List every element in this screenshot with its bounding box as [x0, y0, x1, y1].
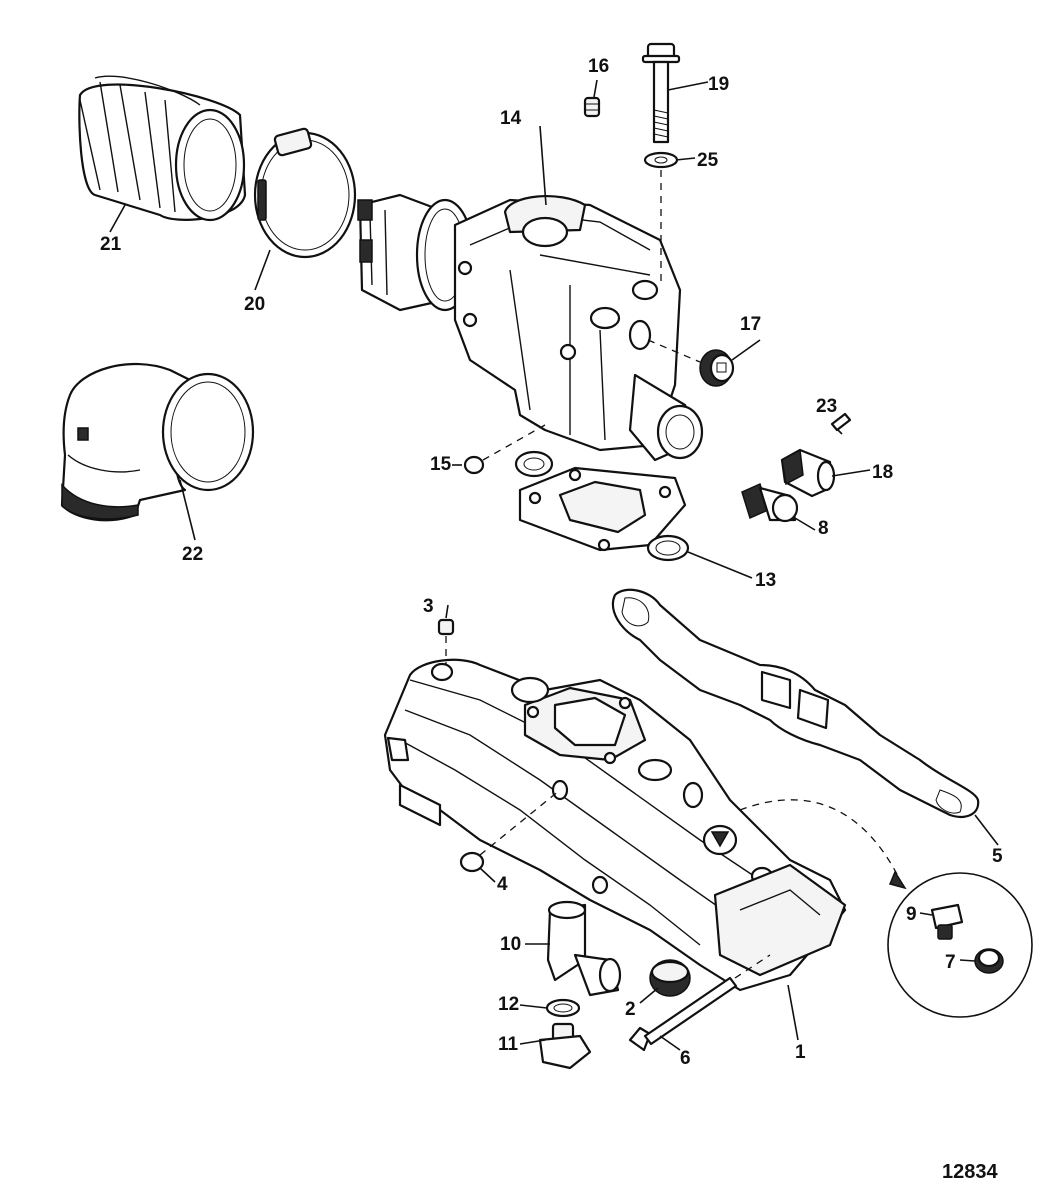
cap-2: [649, 959, 691, 997]
plug-17: [699, 349, 735, 387]
callout-7: 7: [945, 952, 956, 973]
exhaust-manifold: [383, 658, 847, 992]
callout-25: 25: [697, 150, 719, 171]
hose-clamp: [253, 127, 357, 259]
washer-25: [643, 151, 679, 169]
callout-20: 20: [244, 294, 265, 315]
callout-labels: 19 16 25 14 21 20 17 23 15 18 8 22 13 3 …: [100, 56, 1003, 1069]
fitting-18: [780, 448, 836, 498]
exhaust-elbow: [60, 362, 255, 522]
callout-2: 2: [625, 999, 636, 1020]
elbow-fitting-10: [546, 900, 622, 997]
washer-12: [545, 998, 581, 1018]
leader-lines: [109, 79, 999, 1051]
callout-4: 4: [497, 874, 508, 895]
callout-14: 14: [500, 108, 522, 129]
callout-3: 3: [423, 596, 434, 617]
callout-5: 5: [992, 846, 1003, 867]
callout-15: 15: [430, 454, 452, 475]
callout-21: 21: [100, 234, 122, 255]
fitting-9: [930, 903, 964, 940]
elbow-fitting-8: [741, 482, 799, 523]
plug-16: [583, 96, 601, 118]
callout-11: 11: [498, 1034, 519, 1055]
manifold-gasket-5: [612, 588, 980, 818]
drain-plug-11: [538, 1022, 592, 1070]
callout-12: 12: [498, 994, 519, 1015]
callout-1: 1: [795, 1042, 806, 1063]
callout-16: 16: [588, 56, 609, 77]
callout-10: 10: [500, 934, 521, 955]
plug-7: [974, 948, 1004, 974]
callout-19: 19: [708, 74, 729, 95]
callout-17: 17: [740, 314, 761, 335]
callout-22: 22: [182, 544, 203, 565]
plug-3: [437, 618, 455, 636]
callout-23: 23: [816, 396, 837, 417]
bolt-6: [628, 976, 738, 1052]
callout-18: 18: [872, 462, 893, 483]
gasket-13: [514, 450, 690, 562]
callout-13: 13: [755, 570, 776, 591]
callout-9: 9: [906, 904, 917, 925]
exhaust-riser-housing: [357, 193, 704, 462]
detail-inset: [739, 799, 1033, 1018]
plug-15: [463, 455, 485, 475]
bolt-19: [641, 42, 681, 144]
figure-number: 12834: [942, 1161, 998, 1183]
fitting-23: [830, 412, 852, 432]
bellows-hose: [78, 75, 247, 222]
plug-4: [459, 851, 485, 873]
callout-6: 6: [680, 1048, 691, 1069]
callout-8: 8: [818, 518, 829, 539]
